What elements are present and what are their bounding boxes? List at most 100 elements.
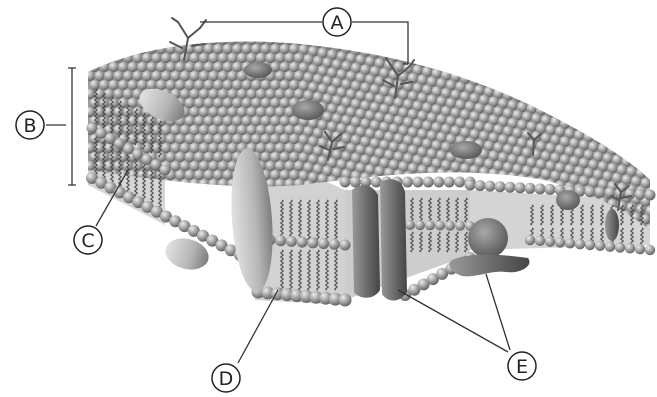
phospholipid-head <box>636 258 646 268</box>
lipid-tail <box>308 250 311 290</box>
phospholipid-head <box>204 98 214 108</box>
phospholipid-head <box>546 269 556 279</box>
phospholipid-head <box>170 197 180 207</box>
phospholipid-head <box>118 44 128 54</box>
phospholipid-head <box>113 89 123 99</box>
phospholipid-head <box>340 240 351 251</box>
phospholipid-head <box>232 98 242 108</box>
phospholipid-head <box>289 80 299 90</box>
phospholipid-head <box>565 254 575 264</box>
phospholipid-head <box>435 221 445 231</box>
phospholipid-head <box>546 89 556 99</box>
phospholipid-head <box>270 98 280 108</box>
phospholipid-head <box>560 263 570 273</box>
lipid-tail <box>95 136 98 176</box>
phospholipid-head <box>607 91 617 101</box>
phospholipid-head <box>251 134 261 144</box>
phospholipid-head <box>284 71 294 81</box>
phospholipid-head <box>617 129 627 139</box>
phospholipid-head <box>436 60 446 70</box>
phospholipid-head <box>280 98 290 108</box>
phospholipid-head <box>560 101 570 111</box>
phospholipid-head <box>99 80 109 90</box>
phospholipid-head <box>199 89 209 99</box>
phospholipid-head <box>113 215 123 225</box>
label-A: A <box>323 8 351 36</box>
phospholipid-head <box>565 110 575 120</box>
lipid-tail <box>281 250 284 290</box>
phospholipid-head <box>208 215 218 225</box>
phospholipid-head <box>417 165 427 175</box>
phospholipid-head <box>94 35 104 45</box>
phospholipid-head <box>223 98 233 108</box>
phospholipid-head <box>90 152 100 162</box>
lipid-tail <box>281 200 284 240</box>
phospholipid-head <box>598 125 608 135</box>
phospholipid-head <box>132 107 142 117</box>
phospholipid-head <box>199 179 209 189</box>
phospholipid-head <box>237 53 247 63</box>
phospholipid-head <box>503 72 513 82</box>
phospholipid-head <box>204 80 214 90</box>
lipid-tail <box>111 144 114 184</box>
phospholipid-head <box>645 116 655 126</box>
phospholipid-head <box>650 288 657 298</box>
phospholipid-head <box>137 224 147 234</box>
phospholipid-head <box>189 125 199 135</box>
phospholipid-head <box>223 224 233 234</box>
callout-D-line <box>238 290 278 363</box>
phospholipid-head <box>94 53 104 63</box>
phospholipid-head <box>218 197 228 207</box>
phospholipid-head <box>536 87 546 97</box>
phospholipid-head <box>603 279 613 289</box>
phospholipid-head <box>626 131 636 141</box>
phospholipid-head <box>166 134 176 144</box>
phospholipid-head <box>208 143 218 153</box>
phospholipid-head <box>612 281 622 291</box>
phospholipid-head <box>265 107 275 117</box>
phospholipid-head <box>90 80 100 90</box>
phospholipid-head <box>546 251 556 261</box>
phospholipid-head <box>85 71 95 81</box>
phospholipid-head <box>94 197 104 207</box>
phospholipid-head <box>607 127 617 137</box>
phospholipid-head <box>622 103 632 113</box>
phospholipid-head <box>423 177 434 188</box>
phospholipid-head <box>213 116 223 126</box>
phospholipid-head <box>223 152 233 162</box>
phospholipid-head <box>525 183 536 194</box>
phospholipid-head <box>208 35 218 45</box>
phospholipid-head <box>199 71 209 81</box>
lipid-tail <box>317 250 320 290</box>
phospholipid-head <box>94 71 104 81</box>
phospholipid-head <box>147 62 157 72</box>
phospholipid-head <box>161 71 171 81</box>
phospholipid-head <box>270 116 280 126</box>
phospholipid-head <box>280 152 290 162</box>
phospholipid-head <box>180 197 190 207</box>
phospholipid-head <box>603 261 613 271</box>
phospholipid-head <box>280 80 290 90</box>
phospholipid-head <box>194 80 204 90</box>
phospholipid-head <box>123 35 133 45</box>
phospholipid-head <box>208 161 218 171</box>
surface-protein-4 <box>556 190 580 210</box>
phospholipid-head <box>565 238 575 248</box>
phospholipid-head <box>631 104 641 114</box>
phospholipid-head <box>289 152 299 162</box>
phospholipid-head <box>641 160 651 170</box>
phospholipid-head <box>595 241 605 251</box>
surface-protein-2 <box>292 100 324 120</box>
phospholipid-head <box>427 167 437 177</box>
surface-protein-1 <box>244 62 272 78</box>
phospholipid-head <box>256 89 266 99</box>
phospholipid-head <box>256 53 266 63</box>
lipid-tail <box>326 250 329 290</box>
phospholipid-head <box>508 82 518 92</box>
phospholipid-head <box>218 161 228 171</box>
phospholipid-head <box>199 53 209 63</box>
phospholipid-head <box>536 249 546 259</box>
phospholipid-head <box>455 64 465 74</box>
lipid-tail <box>290 200 293 240</box>
phospholipid-head <box>465 180 476 191</box>
